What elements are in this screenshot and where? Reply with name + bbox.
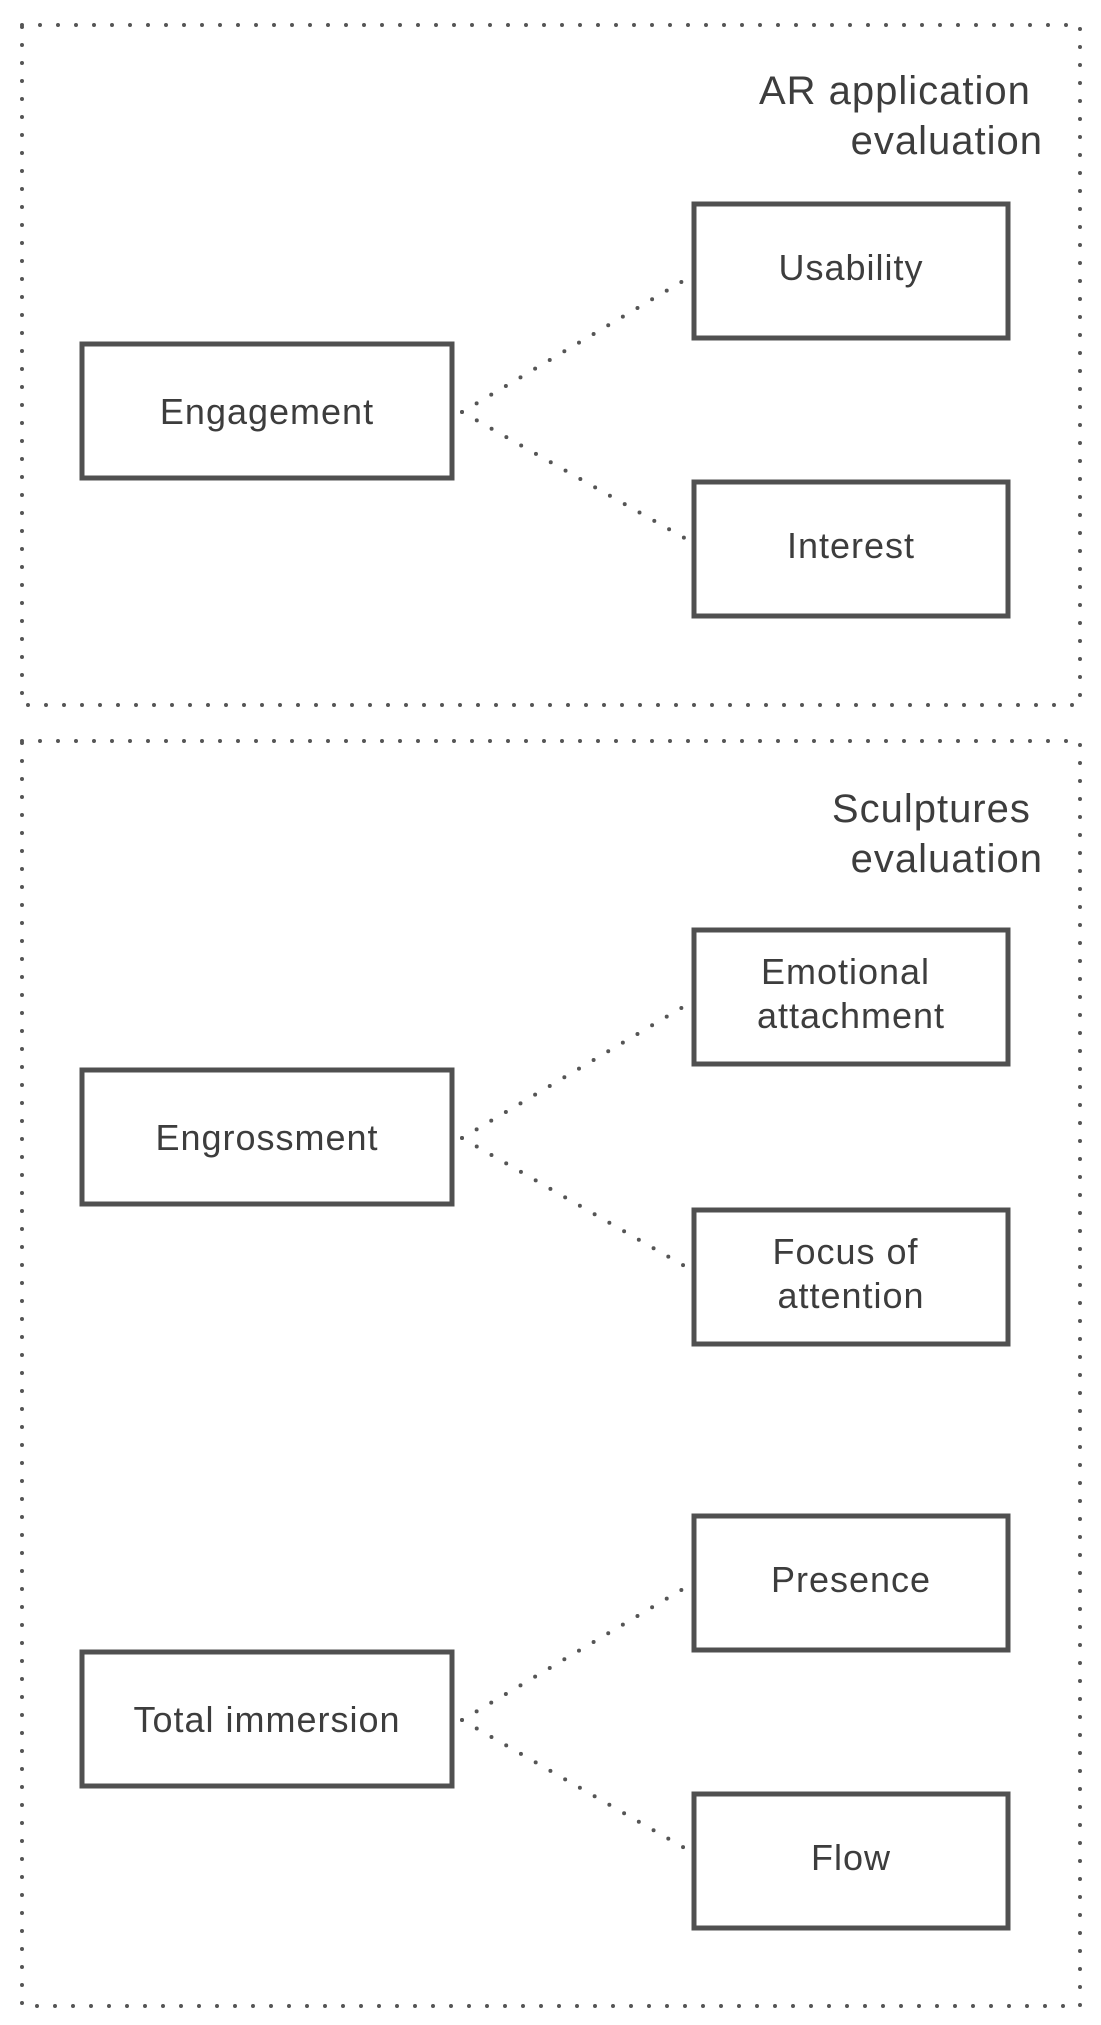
sub-item-label-line-1: Focus of <box>772 1231 918 1272</box>
sub-item-label-focus-of-attention: Focus of attention <box>772 1231 929 1316</box>
sub-item-box-flow: Flow <box>691 1791 1011 1931</box>
connector-engrossment-focus-of-attention <box>460 1136 690 1270</box>
sub-item-box-interest: Interest <box>691 479 1011 619</box>
group-title-line-1: Sculptures <box>832 787 1031 831</box>
group-title-line-1: AR application <box>759 69 1031 113</box>
sub-item-label-line-2: attachment <box>757 995 945 1036</box>
sub-item-box-presence: Presence <box>691 1513 1011 1653</box>
group-title-line-2: evaluation <box>851 119 1043 163</box>
sub-item-label-usability: Usability <box>778 247 923 288</box>
group-border-ar-application <box>20 23 1082 707</box>
sub-item-box-emotional-attachment: Emotional attachment <box>691 927 1011 1067</box>
sub-item-label-presence: Presence <box>771 1559 931 1600</box>
group-title-line-2: evaluation <box>851 837 1043 881</box>
concept-label-engagement: Engagement <box>160 391 374 432</box>
concept-box-engagement: Engagement <box>79 341 455 481</box>
sub-item-label-line-2: attention <box>777 1275 924 1316</box>
connector-total-immersion-presence <box>460 1584 690 1722</box>
connector-engrossment-emotional-attachment <box>460 1002 690 1140</box>
sub-item-label-flow: Flow <box>811 1837 891 1878</box>
connector-engagement-usability <box>460 276 690 414</box>
sub-item-box-focus-of-attention: Focus of attention <box>691 1207 1011 1347</box>
sub-item-label-line-1: Emotional <box>761 951 930 992</box>
connector-engagement-interest <box>460 410 690 542</box>
connector-total-immersion-flow <box>460 1718 690 1852</box>
sub-item-label-emotional-attachment: Emotional attachment <box>757 951 945 1036</box>
sub-item-label-interest: Interest <box>787 525 915 566</box>
group-border-sculptures <box>20 739 1082 2008</box>
sub-item-box-usability: Usability <box>691 201 1011 341</box>
concept-box-engrossment: Engrossment <box>79 1067 455 1207</box>
concept-label-total-immersion: Total immersion <box>133 1699 400 1740</box>
concept-box-total-immersion: Total immersion <box>79 1649 455 1789</box>
concept-label-engrossment: Engrossment <box>155 1117 378 1158</box>
group-title-ar-application: AR application evaluation <box>759 69 1043 163</box>
group-title-sculptures: Sculptures evaluation <box>832 787 1043 881</box>
group-sculptures-evaluation: Sculptures evaluation Engrossment Emotio… <box>20 739 1082 2008</box>
group-ar-application-evaluation: AR application evaluation Engagement Usa… <box>20 23 1082 707</box>
